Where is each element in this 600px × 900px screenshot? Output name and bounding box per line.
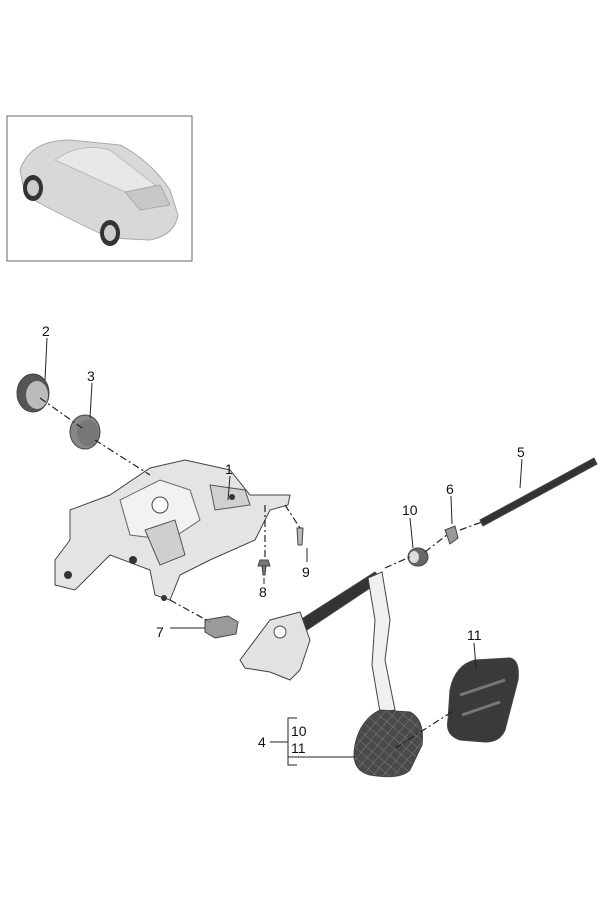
callout-4[interactable]: 4: [258, 734, 266, 750]
part-2-cap[interactable]: [16, 373, 50, 413]
callout-11[interactable]: 11: [467, 627, 482, 643]
callout-6[interactable]: 6: [446, 481, 454, 497]
part-5-shaft[interactable]: [479, 457, 598, 527]
vehicle-thumbnail[interactable]: [6, 115, 193, 262]
part-6-clip[interactable]: [444, 525, 459, 545]
part-10-bushing[interactable]: [407, 547, 429, 567]
part-11-pedal-pad[interactable]: [447, 657, 519, 743]
part-1-pedal-bracket[interactable]: [54, 459, 291, 601]
callout-5[interactable]: 5: [517, 444, 525, 460]
callout-1[interactable]: 1: [225, 461, 233, 477]
callout-3[interactable]: 3: [87, 368, 95, 384]
callout-4-sub-11[interactable]: 11: [291, 740, 306, 756]
callout-10[interactable]: 10: [402, 502, 418, 518]
callout-9[interactable]: 9: [302, 564, 310, 580]
callout-8[interactable]: 8: [259, 584, 267, 600]
part-4-brake-pedal[interactable]: [239, 571, 423, 778]
part-3-plug[interactable]: [69, 414, 101, 450]
callout-labels: 1 2 3 4 5 6 7 8 9 10 11 10 11: [42, 323, 525, 756]
part-7-switch[interactable]: [204, 615, 239, 639]
callout-7[interactable]: 7: [156, 624, 164, 640]
assembly-lines: [39, 397, 483, 749]
part-8-bolt[interactable]: [257, 559, 271, 576]
callout-2[interactable]: 2: [42, 323, 50, 339]
part-9-pin[interactable]: [296, 527, 304, 546]
callout-4-sub-10[interactable]: 10: [291, 723, 307, 739]
car-icon: [19, 139, 179, 246]
callout-leaders: [44, 337, 523, 766]
